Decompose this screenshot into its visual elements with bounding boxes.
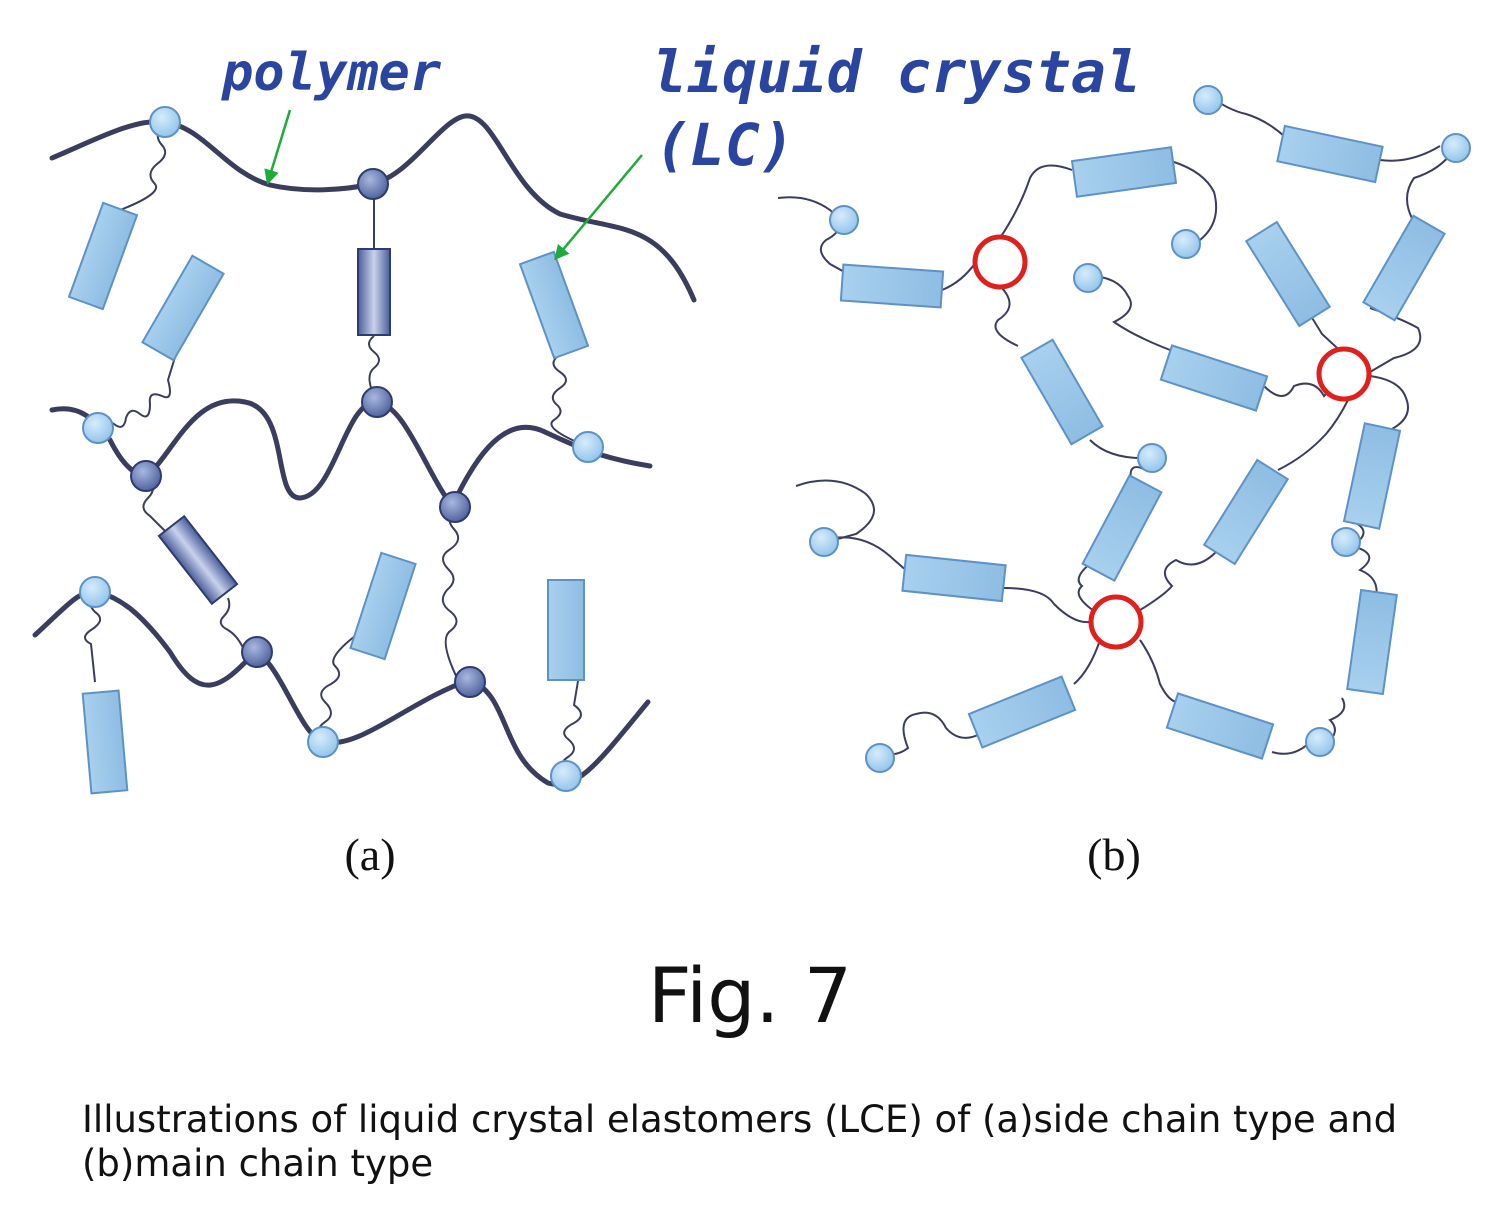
end-group: [1305, 727, 1335, 757]
chain: [795, 479, 875, 541]
spacer: [550, 355, 587, 447]
spacer: [441, 507, 460, 683]
chain: [1173, 161, 1218, 247]
figure-label: Fig. 7: [647, 951, 853, 1040]
spacer: [114, 123, 167, 213]
mesogen: [1346, 588, 1398, 696]
attach-point: [149, 106, 181, 138]
end-group: [865, 743, 895, 773]
panel-a-label: (a): [344, 829, 395, 880]
mesogen: [1202, 458, 1290, 566]
mesogen: [1070, 146, 1178, 198]
panel-a: polymer liquid crystal (LC) (a): [32, 38, 1141, 880]
end-group: [1331, 527, 1361, 557]
attach-point: [79, 576, 111, 608]
chain: [1139, 639, 1181, 704]
end-group: [1073, 263, 1103, 293]
attach-point: [82, 412, 114, 444]
mesogen: [81, 689, 129, 795]
polymer-arrow: [264, 109, 292, 185]
chain: [1077, 561, 1113, 623]
chain: [1379, 145, 1441, 162]
panel-b-label: (b): [1087, 829, 1141, 880]
mesogen: [901, 553, 1007, 603]
chain: [1277, 399, 1349, 471]
attach-point: [572, 431, 604, 463]
crosslink-ring: [1316, 346, 1372, 402]
crosslink-point: [241, 636, 273, 668]
mesogen: [1165, 692, 1275, 760]
mesogens-b: [839, 124, 1446, 760]
mesogen: [1362, 214, 1446, 322]
chain: [1087, 275, 1171, 351]
chain: [1073, 639, 1101, 685]
mesogen-dark: [357, 248, 391, 336]
attach-point: [307, 726, 339, 758]
spacers-a: [84, 123, 587, 776]
mesogen: [839, 263, 945, 309]
mesogen: [141, 254, 225, 362]
mesogen: [1159, 344, 1269, 412]
mesogen: [1342, 422, 1402, 530]
mesogen: [349, 551, 417, 661]
spacer: [317, 635, 356, 743]
end-group: [1137, 443, 1167, 473]
attach-points-a: [79, 106, 604, 792]
mesogen: [1020, 338, 1104, 446]
mesogen: [967, 675, 1077, 749]
mesogen: [1244, 220, 1332, 328]
crosslink-point: [361, 386, 393, 418]
mesogens-a: [67, 201, 590, 795]
chain: [1406, 149, 1455, 223]
lc-label-line2: (LC): [655, 111, 795, 179]
spacer: [368, 335, 380, 401]
mesogens-dark-a: [157, 248, 391, 606]
end-group: [1441, 133, 1471, 163]
chain: [999, 164, 1073, 239]
mesogen: [518, 250, 590, 360]
end-group: [1193, 85, 1223, 115]
chain: [941, 261, 977, 291]
figure-caption: Illustrations of liquid crystal elastome…: [82, 1098, 1398, 1186]
spacer: [219, 597, 245, 651]
polymer-label: polymer: [221, 43, 442, 103]
crosslink-point: [357, 168, 389, 200]
chain: [1369, 375, 1409, 431]
attach-point: [550, 760, 582, 792]
end-group: [1171, 229, 1201, 259]
mesogen-dark: [157, 514, 239, 606]
lce-diagram: polymer liquid crystal (LC) (a): [32, 38, 1471, 880]
lc-label-line1: liquid crystal: [652, 38, 1141, 106]
end-groups-b: [809, 85, 1471, 773]
spacer: [97, 353, 177, 429]
crosslinks-b: [972, 234, 1372, 650]
crosslink-points-a: [130, 168, 486, 698]
crosslink-ring: [972, 234, 1028, 290]
chain: [1349, 521, 1378, 599]
end-group: [829, 205, 859, 235]
crosslink-point: [130, 460, 162, 492]
panel-b: (b): [777, 85, 1471, 880]
mesogen: [67, 201, 139, 311]
crosslink-ring: [1088, 594, 1144, 650]
chain: [1119, 551, 1217, 623]
chain: [1271, 743, 1309, 755]
chain: [1003, 587, 1091, 624]
chain: [883, 711, 981, 756]
lc-arrow: [554, 154, 643, 261]
end-group: [809, 527, 839, 557]
chain: [994, 285, 1019, 347]
mesogen: [547, 579, 585, 681]
mesogen: [1081, 474, 1163, 582]
chain: [1328, 697, 1346, 741]
crosslink-point: [454, 666, 486, 698]
chain: [1263, 369, 1349, 398]
mesogen: [1276, 124, 1384, 184]
crosslink-point: [439, 491, 471, 523]
